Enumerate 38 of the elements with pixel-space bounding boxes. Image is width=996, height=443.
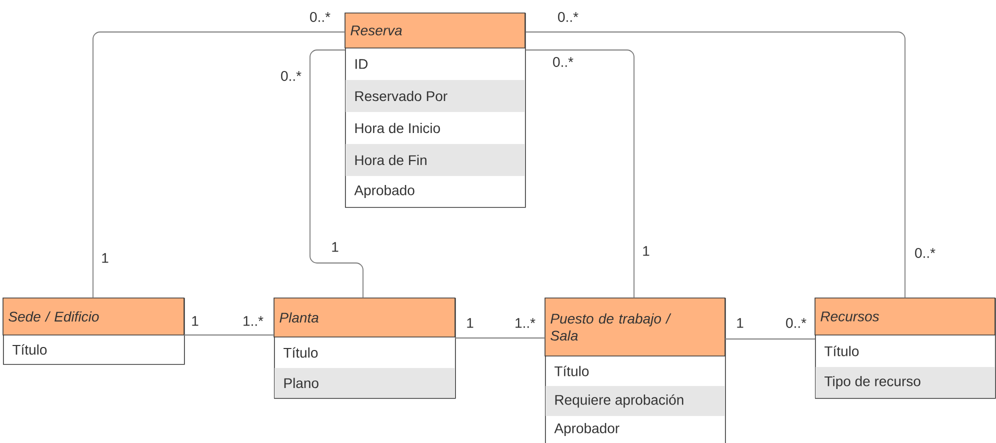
attribute-row: Título	[284, 347, 318, 358]
class-header: Reserva	[344, 12, 526, 48]
multiplicity-label: 0..*	[915, 248, 936, 258]
multiplicity-label: 1	[737, 318, 744, 328]
attribute-row: Plano	[274, 368, 454, 398]
multiplicity-label: 1	[467, 318, 474, 328]
multiplicity-label: 0..*	[558, 12, 578, 22]
association-line	[184, 334, 274, 336]
class-header: Puesto de trabajo / Sala	[544, 298, 726, 356]
multiplicity-label: 1	[643, 246, 650, 256]
attribute-row: Aprobado	[354, 184, 414, 198]
attribute-row: Aprobador	[554, 422, 620, 436]
attribute-row: Requiere aprobación	[546, 386, 724, 416]
attribute-row: Título	[554, 366, 589, 376]
association-line	[310, 50, 364, 298]
attribute-row: Hora de Inicio	[355, 122, 440, 134]
association-line	[724, 338, 816, 340]
multiplicity-label: 1	[332, 242, 338, 252]
attribute-row: ID	[356, 59, 368, 69]
multiplicity-label: 1	[102, 253, 108, 263]
attribute-row: Título	[824, 346, 859, 356]
multiplicity-label: 0..*	[310, 12, 330, 22]
multiplicity-label: 1..*	[244, 316, 264, 326]
association-line	[525, 50, 634, 298]
class-header: Planta	[274, 298, 456, 338]
multiplicity-label: 1..*	[516, 318, 536, 328]
multiplicity-label: 0..*	[553, 57, 574, 67]
class-header: Sede / Edificio	[2, 298, 184, 336]
multiplicity-label: 0..*	[281, 71, 302, 81]
attribute-row: Tipo de recurso	[816, 367, 994, 398]
association-line	[525, 32, 906, 298]
class-header: Recursos	[814, 298, 996, 336]
multiplicity-label: 1	[192, 316, 198, 326]
attribute-row: Título	[12, 344, 47, 355]
multiplicity-label: 0..*	[786, 318, 806, 328]
association-line	[92, 32, 346, 298]
attribute-row: Hora de Fin	[346, 144, 524, 176]
attribute-row: Reservado Por	[346, 80, 524, 112]
